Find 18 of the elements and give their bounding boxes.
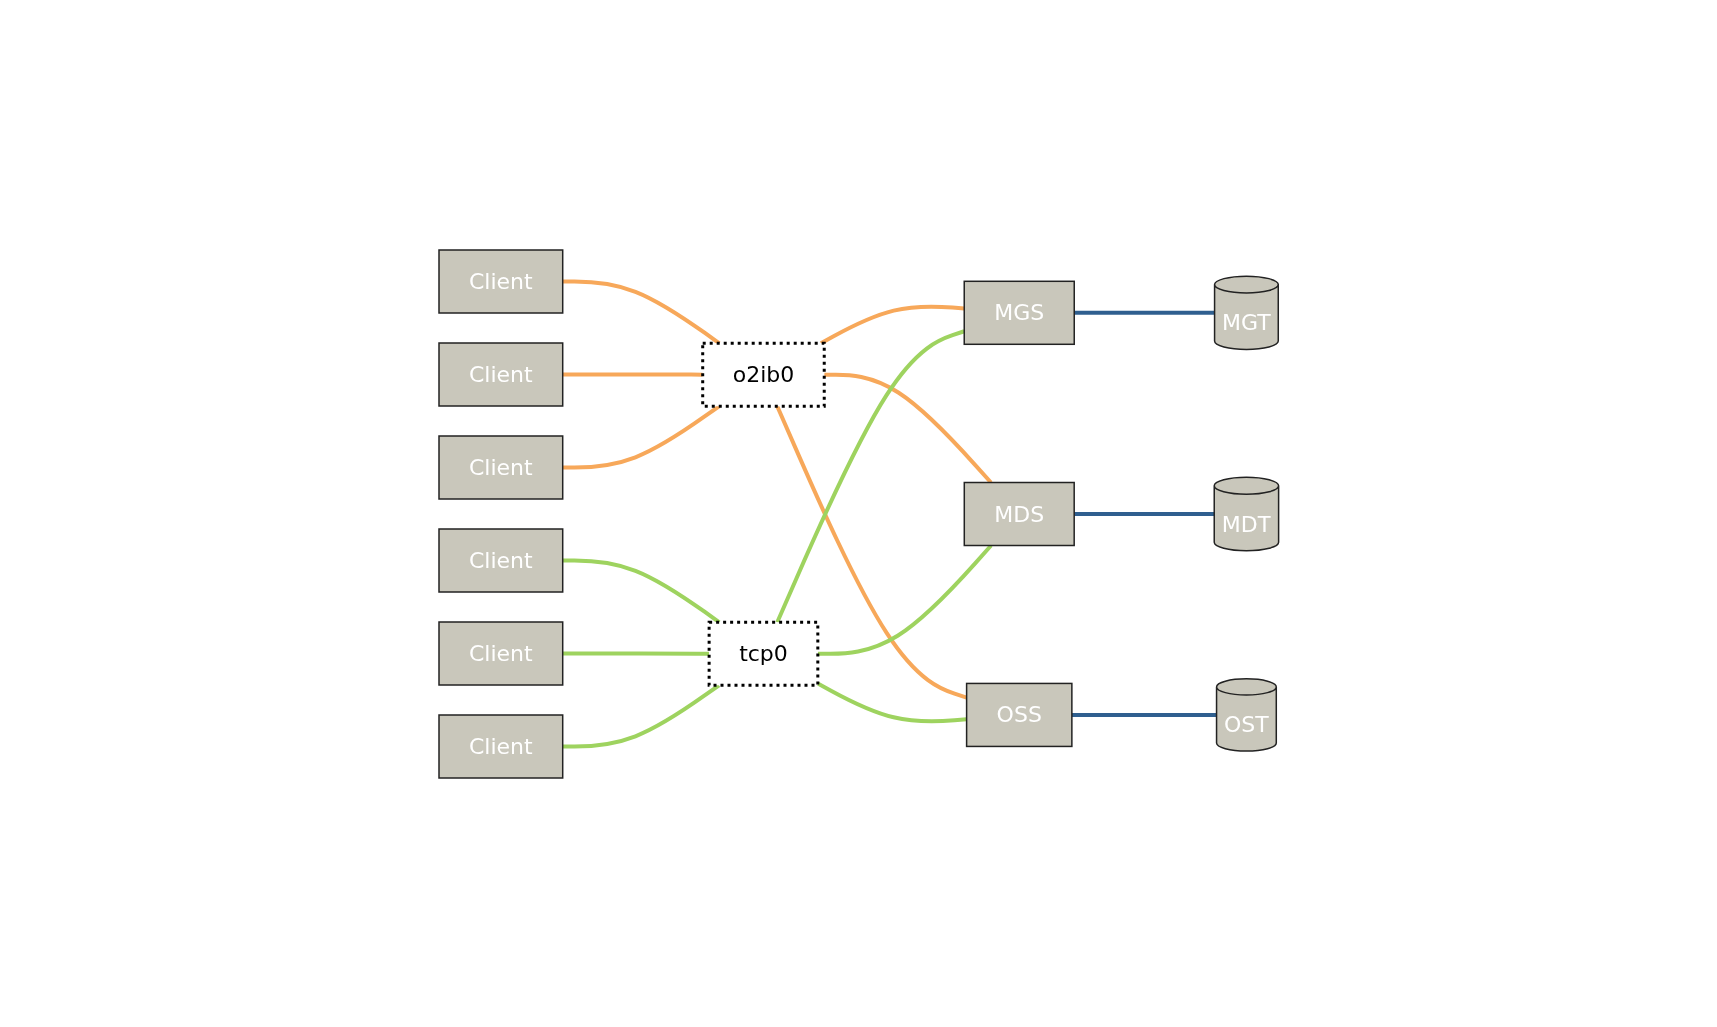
node-box: Client	[437, 248, 564, 314]
node-box: Client	[437, 527, 564, 593]
node-box: Client	[437, 620, 564, 686]
connector	[1071, 712, 1217, 717]
node-box: OSS	[965, 682, 1073, 747]
connector	[816, 681, 967, 723]
connector	[562, 372, 703, 377]
connector	[823, 372, 993, 484]
node-box: Client	[437, 713, 564, 779]
connector	[562, 651, 709, 656]
connector	[1073, 511, 1214, 516]
node-box: Client	[437, 341, 564, 407]
node-box: MGS	[963, 280, 1075, 345]
node-box: Client	[437, 434, 564, 500]
node-box: MDS	[963, 481, 1075, 546]
node-box: o2ib0	[700, 341, 826, 408]
connector	[1073, 310, 1215, 315]
node-box: tcp0	[707, 620, 819, 687]
